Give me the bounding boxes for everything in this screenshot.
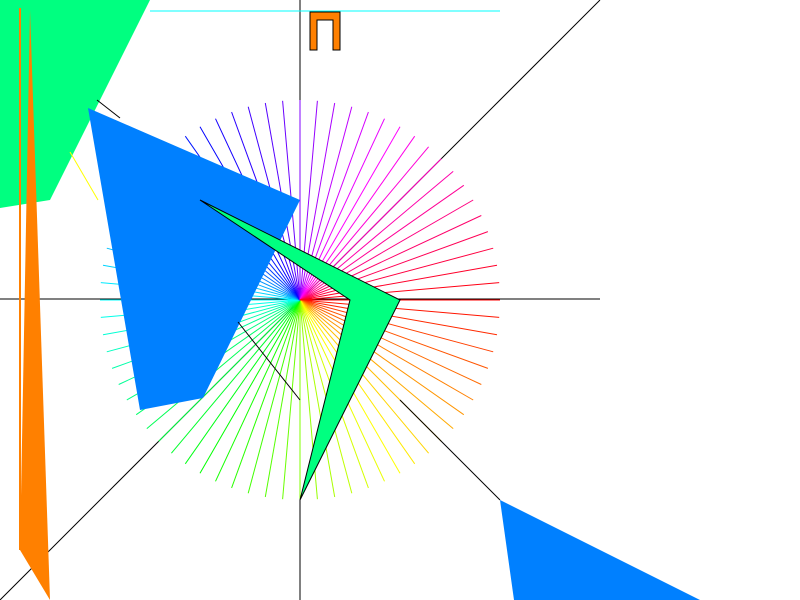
- starburst-ray: [299, 299, 489, 369]
- starburst-ray: [299, 299, 474, 401]
- starburst-ray: [299, 299, 454, 429]
- starburst-ray: [299, 299, 465, 416]
- starburst-ray: [299, 231, 489, 301]
- starburst-ray: [299, 299, 498, 336]
- starburst-ray: [299, 299, 336, 498]
- starburst-ray: [299, 299, 482, 385]
- starburst-ray: [299, 299, 500, 318]
- starburst-ray: [171, 299, 301, 454]
- short-black-line: [96, 99, 121, 119]
- starburst-ray: [264, 299, 301, 498]
- blue-polygon-center: [88, 108, 300, 410]
- green-arrow-shape: [199, 199, 401, 501]
- yellow-line-segment: [69, 151, 99, 201]
- starburst-ray: [184, 299, 301, 465]
- green-polygon-top-left: [0, 0, 150, 208]
- starburst-ray: [299, 299, 429, 454]
- starburst-ray: [231, 299, 301, 489]
- starburst-ray: [282, 299, 301, 500]
- starburst-ray: [299, 282, 500, 301]
- starburst-ray: [199, 299, 301, 474]
- orange-u-shape-icon: [309, 11, 341, 51]
- starburst-ray: [299, 299, 494, 353]
- starburst-ray: [299, 264, 498, 301]
- starburst-ray: [247, 299, 301, 494]
- starburst-ray: [215, 299, 301, 482]
- orange-sliver: [20, 10, 50, 600]
- starburst-ray: [146, 299, 301, 429]
- diagonal-segment-lower: [399, 399, 501, 501]
- starburst-ray: [158, 299, 301, 442]
- blue-polygon-bottom-right: [500, 500, 700, 600]
- starburst-ray: [299, 247, 494, 301]
- black-line-mid: [237, 321, 301, 401]
